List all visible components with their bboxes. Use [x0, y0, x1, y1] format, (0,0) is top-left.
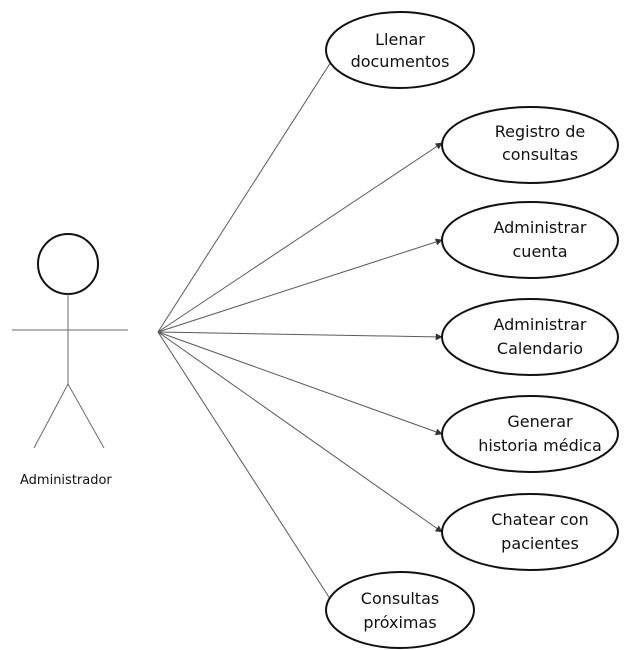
association-line [157, 53, 337, 333]
use-case-ellipse [441, 493, 619, 571]
use-case-label-line: Calendario [497, 339, 583, 358]
use-case-administrar-cuenta[interactable]: Administrar cuenta [441, 201, 619, 279]
actor-head [37, 233, 99, 295]
use-case-label-line: consultas [502, 145, 578, 164]
use-case-ellipse [441, 298, 619, 376]
association-line [157, 331, 443, 341]
use-case-label-line: pacientes [501, 534, 579, 553]
actor-left-leg [33, 383, 69, 449]
use-case-llenar-documentos[interactable]: Llenar documentos [325, 11, 475, 89]
use-case-ellipse [325, 571, 475, 649]
use-case-ellipse [325, 11, 475, 89]
association-line [157, 331, 443, 436]
association-line [157, 238, 443, 333]
use-case-ellipse [441, 395, 619, 473]
use-case-label-line: Chatear con [491, 510, 588, 529]
use-case-chatear-con-pacientes[interactable]: Chatear con pacientes [441, 493, 619, 571]
association-line [157, 142, 443, 333]
use-case-label-line: Administrar [493, 315, 586, 334]
use-case-administrar-calendario[interactable]: Administrar Calendario [441, 298, 619, 376]
association-line [157, 331, 443, 533]
use-case-registro-de-consultas[interactable]: Registro de consultas [441, 106, 619, 184]
use-case-label-line: Generar [507, 412, 573, 431]
association-line [157, 331, 337, 609]
use-case-label-line: Administrar [493, 218, 586, 237]
actor-label: Administrador [20, 473, 112, 488]
use-case-ellipse [441, 201, 619, 279]
use-case-ellipse [441, 106, 619, 184]
use-case-generar-historia-medica[interactable]: Generar historia médica [441, 395, 619, 473]
use-case-label-line: próximas [363, 613, 436, 632]
use-case-label-line: Consultas [361, 589, 439, 608]
actor-stick-figure [12, 233, 128, 449]
use-case-label-line: documentos [351, 52, 450, 71]
use-case-consultas-proximas[interactable]: Consultas próximas [325, 571, 475, 649]
use-case-label-line: Registro de [495, 122, 586, 141]
actor-right-leg [67, 383, 105, 449]
use-case-label-line: Llenar [375, 30, 425, 49]
use-case-label-line: historia médica [478, 436, 602, 455]
association-lines [157, 53, 443, 609]
use-case-label-line: cuenta [513, 242, 568, 261]
